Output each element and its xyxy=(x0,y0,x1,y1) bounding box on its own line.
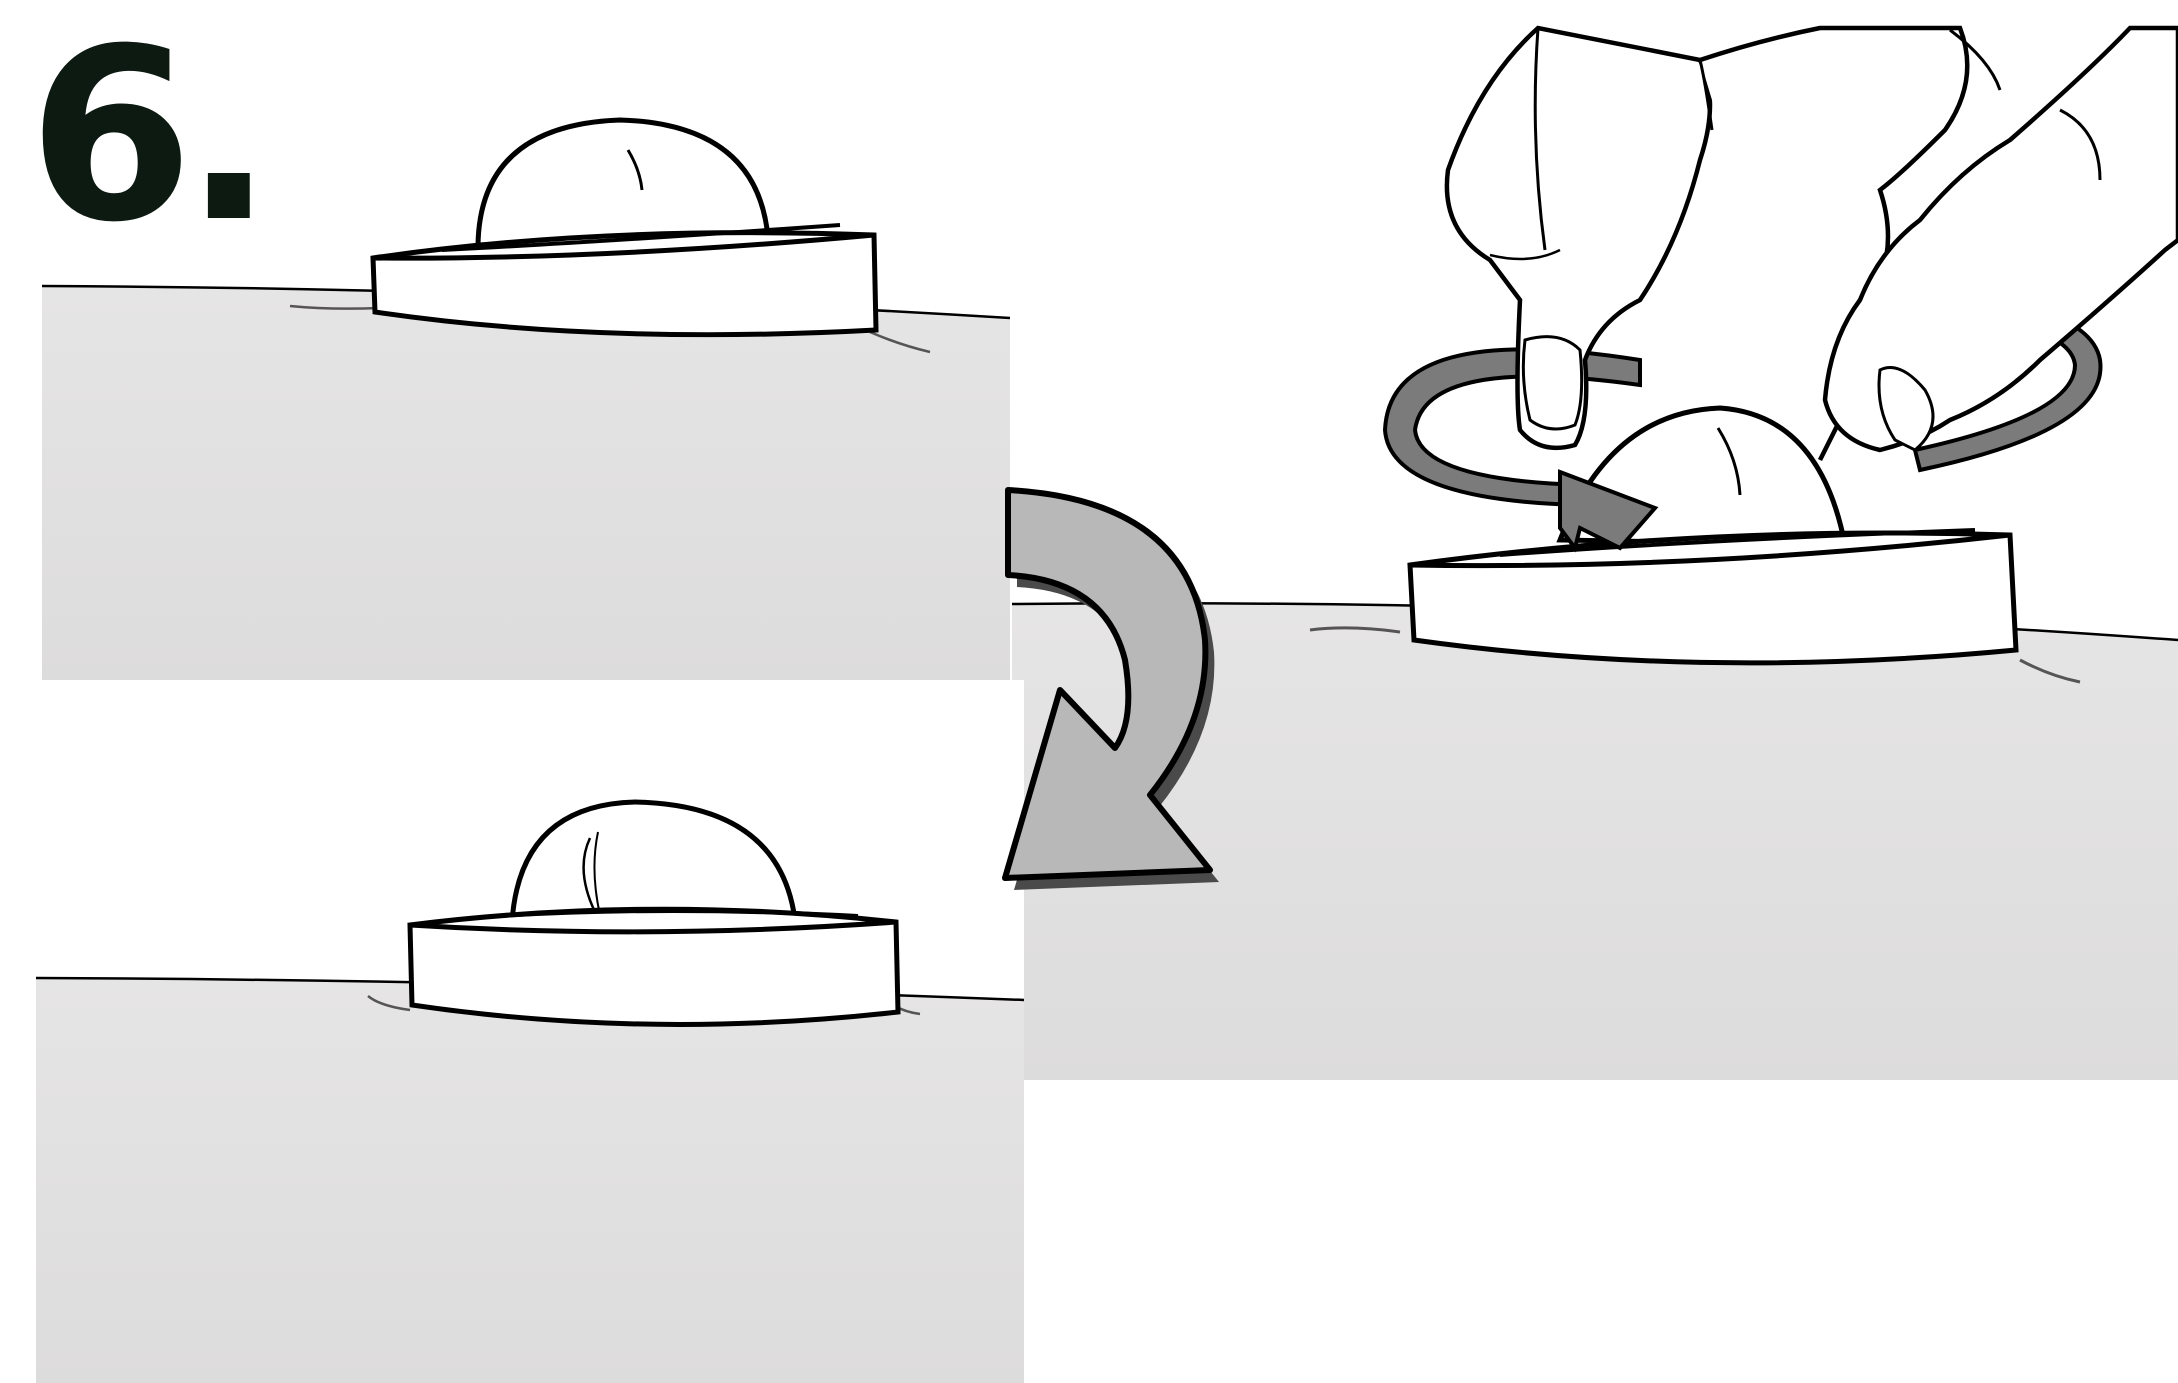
ring-base-before xyxy=(370,223,879,338)
curved-down-arrow-icon xyxy=(1002,487,1219,890)
panel-after xyxy=(35,799,1025,1383)
surface-after xyxy=(36,978,1024,1383)
dome-knob-before xyxy=(475,117,771,248)
ring-base-action xyxy=(1407,528,2019,666)
dome-knob-after xyxy=(509,799,798,925)
surface-before xyxy=(42,286,1010,680)
ring-base-after xyxy=(407,906,901,1027)
panel-before xyxy=(41,117,1011,680)
panel-action xyxy=(1011,25,2178,1080)
step-number: 6. xyxy=(28,0,274,275)
surface-action xyxy=(1012,603,2178,1080)
hand-icon xyxy=(1444,25,2178,462)
